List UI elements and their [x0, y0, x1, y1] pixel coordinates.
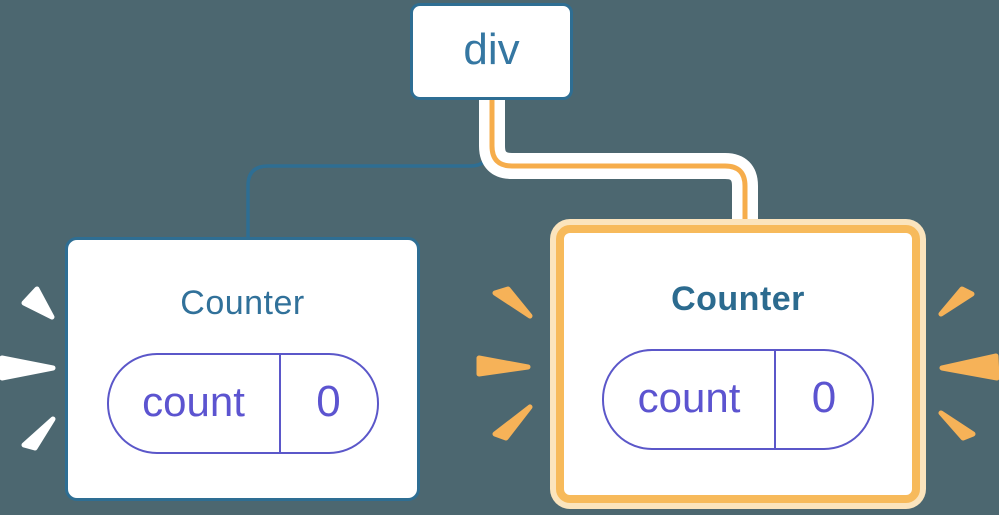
state-key-label: count	[109, 355, 281, 452]
spark-icon	[938, 410, 976, 441]
counter-node-left: Counter count 0	[65, 237, 420, 501]
spark-icon	[21, 286, 55, 320]
spark-icon	[492, 404, 533, 441]
counter-title: Counter	[671, 280, 805, 318]
spark-icon	[0, 355, 56, 381]
state-pill: count 0	[602, 349, 874, 450]
root-node-label: div	[463, 24, 520, 74]
counter-title: Counter	[180, 284, 305, 322]
spark-icon	[939, 353, 999, 381]
spark-icon	[21, 416, 56, 451]
spark-icon	[476, 355, 531, 377]
counter-node-right-highlighted: Counter count 0	[556, 225, 920, 503]
state-value: 0	[316, 376, 341, 426]
spark-icon	[492, 286, 533, 319]
edge-root-to-left-counter	[246, 100, 492, 240]
sparks-left-counter	[0, 286, 56, 451]
state-pill: count 0	[106, 353, 379, 454]
sparks-right-counter-left	[476, 286, 533, 441]
spark-icon	[938, 286, 975, 317]
sparks-right-counter-right	[938, 286, 999, 441]
root-node-div: div	[410, 3, 573, 100]
edge-root-to-right-counter	[489, 97, 748, 229]
state-key-label: count	[604, 351, 776, 448]
state-value: 0	[811, 372, 837, 422]
